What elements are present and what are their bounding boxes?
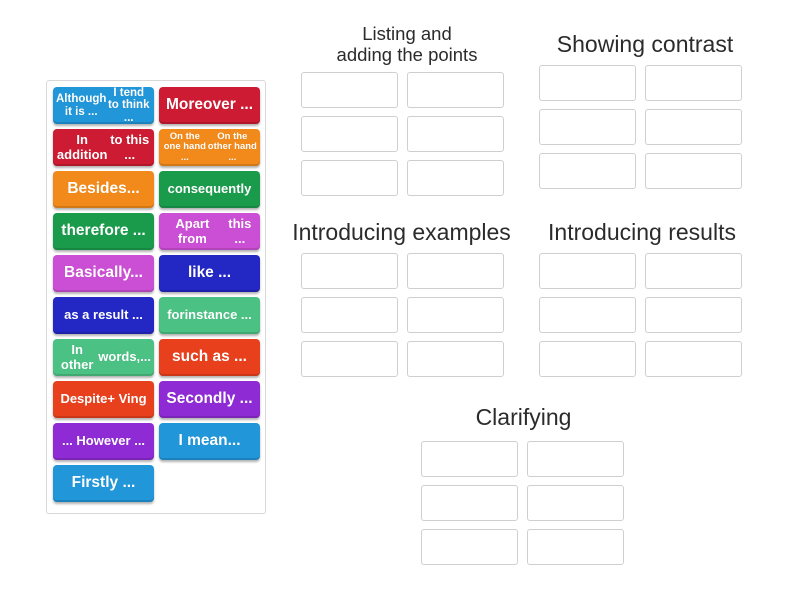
zone-title: Introducing results	[548, 219, 736, 245]
drop-zone-introducing-results[interactable]: Introducing results	[533, 219, 751, 377]
drop-slot[interactable]	[527, 528, 624, 565]
answer-tile-text: On the one hand ...	[163, 131, 206, 163]
zone-slot-grid	[539, 252, 751, 377]
drop-zone-listing-and-adding-the-points[interactable]: Listing and adding the points	[301, 23, 513, 197]
answer-tile-text: Although it is ...	[56, 93, 107, 118]
drop-slot[interactable]	[421, 440, 518, 477]
drop-slot[interactable]	[407, 72, 504, 109]
answer-tile[interactable]: such as ...	[159, 339, 260, 376]
drop-slot[interactable]	[301, 340, 398, 377]
tile-grid: Although it is ...I tend to think ... Mor…	[53, 87, 260, 502]
answer-tile-text: Apart from	[175, 216, 210, 246]
answer-tile[interactable]: as a result ...	[53, 297, 154, 334]
answer-tile-text: like ...	[187, 264, 232, 282]
answer-tile[interactable]: Despite+ Ving	[53, 381, 154, 418]
drop-slot[interactable]	[407, 296, 504, 333]
answer-tile-text: Despite	[60, 391, 108, 407]
drop-slot[interactable]	[645, 152, 742, 189]
answer-tile[interactable]: Apart from this ...	[159, 213, 260, 250]
answer-tile[interactable]: therefore ...	[53, 213, 154, 250]
answer-tile-text: instance ...	[184, 307, 252, 323]
answer-tile-text: for	[167, 307, 185, 323]
drop-slot[interactable]	[407, 252, 504, 289]
drop-zone-showing-contrast[interactable]: Showing contrast	[539, 31, 751, 189]
answer-tile-text: In addition	[56, 132, 108, 162]
drop-slot[interactable]	[539, 152, 636, 189]
drop-slot[interactable]	[539, 296, 636, 333]
drop-slot[interactable]	[301, 116, 398, 153]
answer-tile-text: In other	[60, 342, 94, 372]
answer-tile[interactable]: like ...	[159, 255, 260, 292]
drop-zone-introducing-examples[interactable]: Introducing examples	[290, 219, 513, 377]
answer-tile-text: I mean...	[178, 432, 241, 450]
answer-tile-text: Secondly ...	[166, 390, 253, 408]
answer-tile-text: Besides...	[67, 180, 140, 198]
drop-slot[interactable]	[407, 340, 504, 377]
drop-slot[interactable]	[645, 252, 742, 289]
drop-slot[interactable]	[645, 108, 742, 145]
answer-tile-text: ... However ...	[61, 433, 146, 449]
zone-title: Listing and adding the points	[336, 23, 478, 65]
zone-title: Introducing examples	[292, 219, 511, 245]
answer-tile[interactable]: I mean...	[159, 423, 260, 460]
zone-slot-grid	[301, 72, 513, 197]
answer-tile[interactable]: ... However ...	[53, 423, 154, 460]
answer-tile[interactable]: Firstly ...	[53, 465, 154, 502]
answer-tile-text: consequently	[167, 181, 252, 197]
answer-tile[interactable]: On the one hand ...On the other hand ...	[159, 129, 260, 166]
zone-slot-grid	[421, 440, 626, 565]
drop-slot[interactable]	[539, 252, 636, 289]
drop-slot[interactable]	[301, 160, 398, 197]
answer-tile[interactable]: Although it is ...I tend to think ...	[53, 87, 154, 124]
answer-tile-text: Basically...	[64, 264, 143, 282]
zone-title: Showing contrast	[556, 31, 734, 57]
drop-slot[interactable]	[539, 340, 636, 377]
drop-slot[interactable]	[301, 252, 398, 289]
drop-slot[interactable]	[539, 108, 636, 145]
drop-slot[interactable]	[301, 296, 398, 333]
answer-tile[interactable]: Basically...	[53, 255, 154, 292]
answer-tile[interactable]: Secondly ...	[159, 381, 260, 418]
answer-tile-text: such as ...	[172, 348, 247, 366]
answer-tile-text: Moreover ...	[166, 96, 253, 114]
drop-slot[interactable]	[407, 116, 504, 153]
answer-tile[interactable]: consequently	[159, 171, 260, 208]
answer-tile-text: On the other hand ...	[207, 131, 257, 163]
answer-tile[interactable]: Moreover ...	[159, 87, 260, 124]
answer-tile-text: + Ving	[107, 391, 147, 407]
drop-slot[interactable]	[527, 440, 624, 477]
zone-slot-grid	[539, 64, 751, 189]
answer-tile-tray[interactable]: Although it is ...I tend to think ... Mor…	[46, 80, 266, 514]
answer-tile-text: this ...	[228, 216, 252, 246]
answer-tile[interactable]: Besides...	[53, 171, 154, 208]
answer-tile-text: Firstly ...	[71, 474, 136, 492]
answer-tile-text: words,...	[98, 349, 151, 365]
drop-slot[interactable]	[645, 340, 742, 377]
drop-slot[interactable]	[421, 528, 518, 565]
answer-tile-text: I tend to think ...	[107, 87, 150, 124]
zone-title: Clarifying	[475, 404, 572, 430]
drop-slot[interactable]	[527, 484, 624, 521]
drop-slot[interactable]	[645, 296, 742, 333]
drop-slot[interactable]	[407, 160, 504, 197]
zone-slot-grid	[301, 252, 513, 377]
drop-slot[interactable]	[645, 64, 742, 101]
drop-slot[interactable]	[301, 72, 398, 109]
drop-zone-clarifying[interactable]: Clarifying	[421, 404, 626, 565]
answer-tile-text: as a result ...	[64, 307, 143, 323]
drop-slot[interactable]	[539, 64, 636, 101]
answer-tile-text: therefore ...	[61, 222, 146, 240]
drop-slot[interactable]	[421, 484, 518, 521]
answer-tile-text: to this ...	[110, 132, 150, 162]
